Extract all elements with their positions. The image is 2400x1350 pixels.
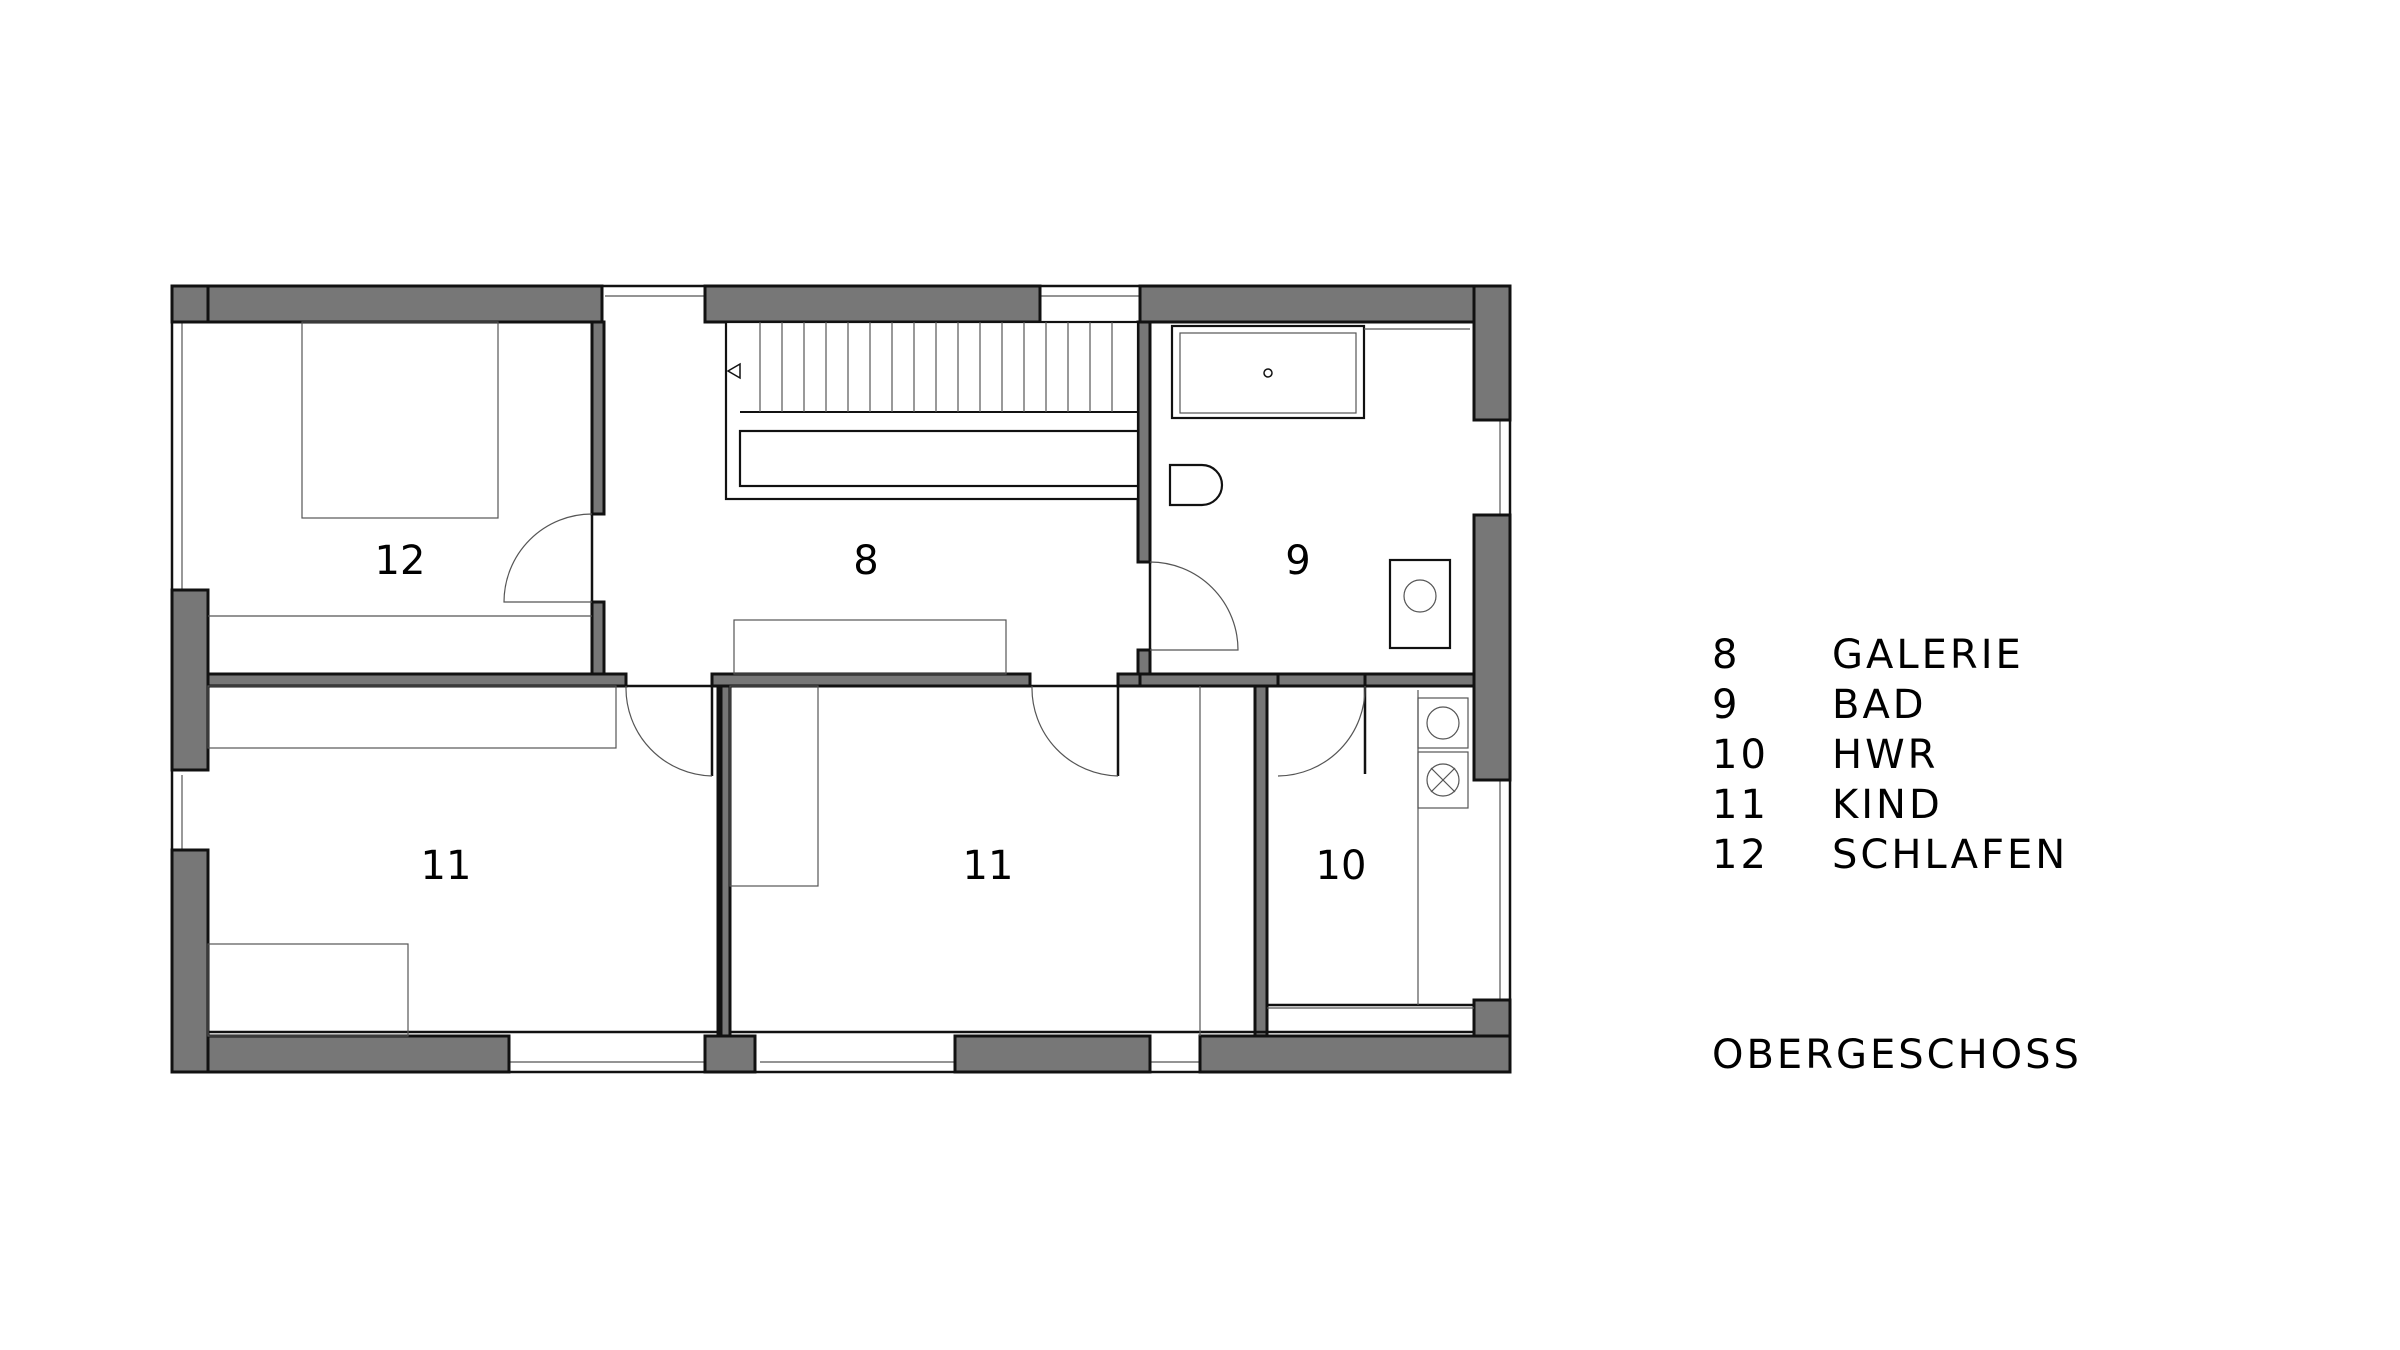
legend-num: 9	[1712, 682, 1740, 728]
legend-num: 10	[1712, 732, 1769, 778]
bathtub	[1170, 324, 1366, 420]
washbasin	[1388, 558, 1452, 650]
room-label-12: 12	[375, 538, 426, 584]
room-label-8: 8	[853, 538, 878, 584]
outer-walls	[170, 284, 1512, 1074]
room-label-10: 10	[1316, 843, 1367, 889]
toilet	[1168, 463, 1224, 507]
legend-num: 11	[1712, 782, 1769, 828]
legend-name: KIND	[1832, 782, 1943, 828]
legend-num: 12	[1712, 832, 1769, 878]
interior-walls	[206, 320, 1476, 1038]
doors	[503, 513, 1367, 777]
bed-outline	[301, 321, 499, 519]
room-label-11-left: 11	[421, 843, 472, 889]
staircase	[724, 320, 1140, 501]
legend-name: HWR	[1832, 732, 1938, 778]
hwr-fixtures	[1267, 690, 1474, 1009]
floor-title: OBERGESCHOSS	[1712, 1032, 2082, 1078]
kid-room-furniture	[207, 685, 1201, 1037]
legend-num: 8	[1712, 632, 1740, 678]
bathroom-fixtures	[1168, 324, 1470, 650]
legend-name: BAD	[1832, 682, 1927, 728]
legend-name: GALERIE	[1832, 632, 2024, 678]
gallery-table	[733, 619, 1007, 675]
room-label-11-right: 11	[963, 843, 1014, 889]
room-label-9: 9	[1285, 538, 1310, 584]
legend: 8 GALERIE 9 BAD 10 HWR 11 KIND 12 SCHLAF…	[1712, 632, 2068, 878]
stair-arrow-icon	[726, 362, 741, 380]
legend-name: SCHLAFEN	[1832, 832, 2068, 878]
